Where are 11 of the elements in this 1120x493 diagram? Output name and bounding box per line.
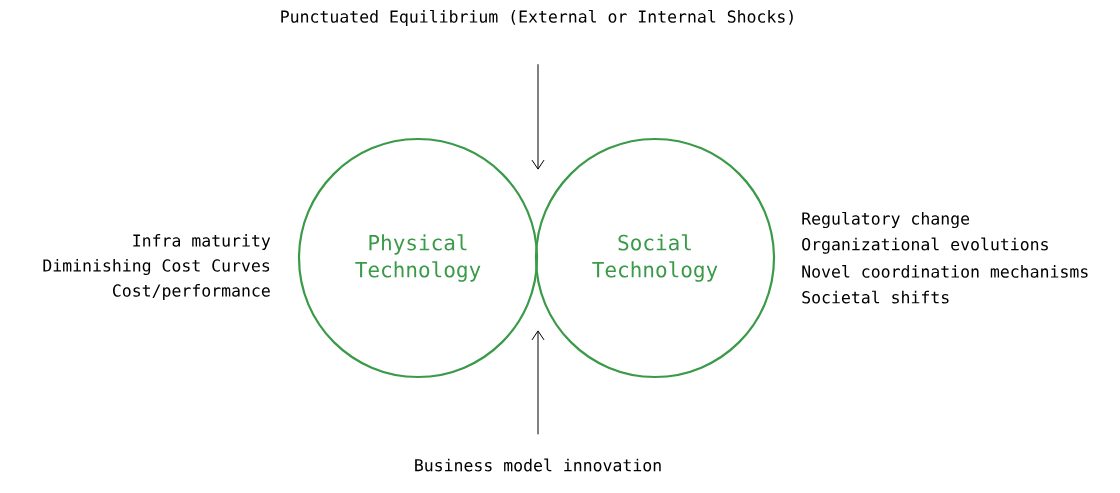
caption-text: Business model innovation [415,458,661,472]
caption-text: Punctuated Equilibrium (External or Internal Shocks) [281,9,793,27]
side-note: Organizational evolutions [802,237,1048,254]
arrow [531,330,545,435]
side-note: Cost/performance [113,284,270,300]
side-note: Regulatory change [802,211,970,229]
side-note: Infra maturity [133,234,271,250]
side-note: Societal shifts [802,290,949,304]
side-note: Diminishing Cost Curves [43,258,270,276]
side-note: Novel coordination mechanisms [802,264,1088,278]
arrow [531,63,545,170]
